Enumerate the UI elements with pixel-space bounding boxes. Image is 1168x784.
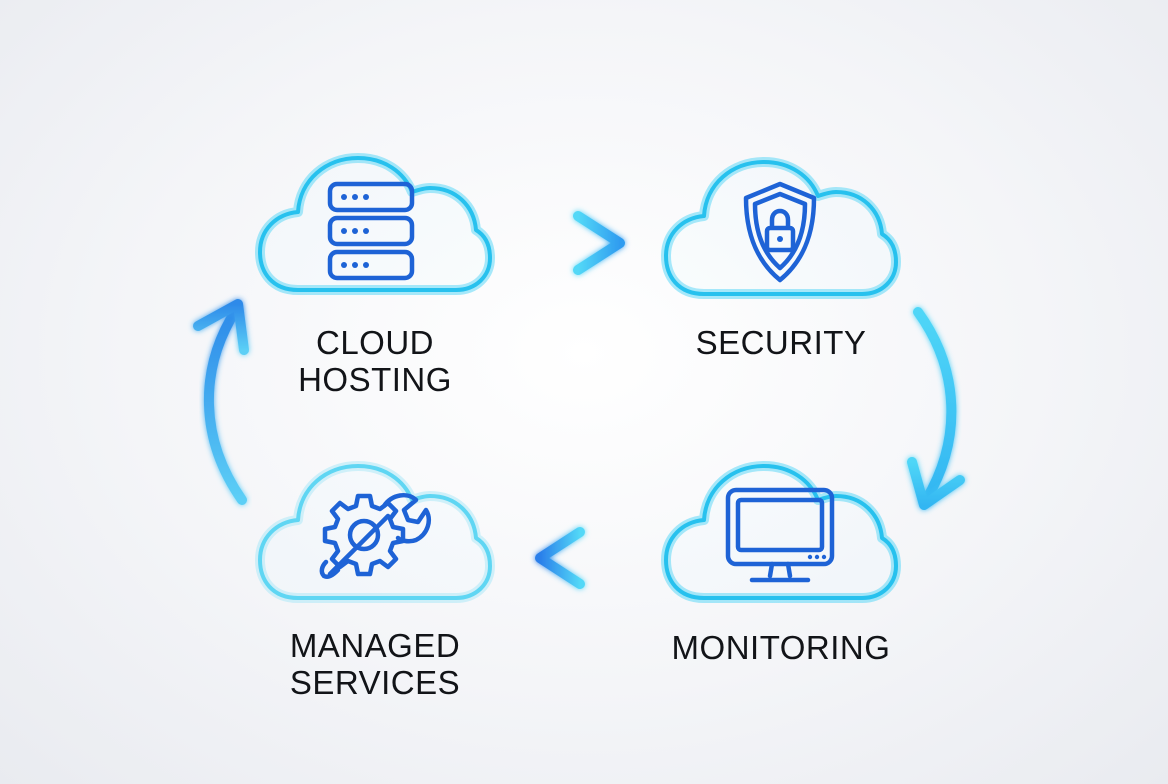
label-managed-services: MANAGED SERVICES [289, 627, 461, 701]
arrow-hosting-to-security [523, 211, 625, 275]
cloud-outline-icon [661, 461, 901, 603]
node-monitoring [661, 448, 901, 608]
arrow-managed-to-hosting [193, 299, 249, 505]
node-cloud-hosting [255, 140, 495, 300]
label-monitoring: MONITORING [671, 629, 891, 666]
node-managed-services [255, 448, 495, 608]
arrow-monitoring-to-managed [535, 527, 637, 589]
label-cloud-hosting: CLOUD HOSTING [298, 324, 452, 398]
gear-wrench-icon [319, 492, 431, 579]
arrow-security-to-monitoring [907, 307, 965, 510]
label-security: SECURITY [695, 324, 867, 361]
shield-lock-icon [743, 181, 817, 283]
monitor-icon [725, 487, 835, 583]
server-stack-icon [327, 181, 415, 281]
node-security [661, 144, 901, 304]
